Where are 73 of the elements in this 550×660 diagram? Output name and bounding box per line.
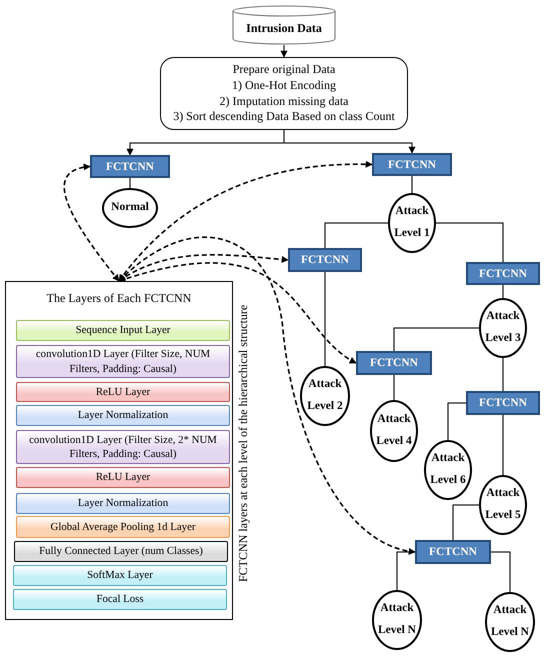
connector-line [394, 328, 480, 352]
dashed-arrow [118, 262, 357, 364]
model-box [372, 153, 452, 176]
layer-label: Layer Normalization [78, 408, 168, 423]
connector-line [448, 402, 466, 440]
layer-box [16, 493, 230, 514]
class-label: Attack Level 1 [393, 204, 431, 241]
database-cylinder [232, 5, 336, 45]
dashed-arrow [118, 161, 373, 282]
connector-line [502, 358, 504, 392]
model-box [415, 540, 491, 564]
class-label: Attack Level 5 [484, 486, 522, 523]
model-box [288, 248, 362, 272]
model-label: FCTCNN [429, 546, 477, 558]
layer-box [16, 320, 230, 341]
process-step-text: 2) Imputation missing data [220, 94, 348, 110]
model-box [90, 155, 170, 178]
process-step-text: Prepare original Data [232, 62, 336, 78]
process-step-text: 1) One-Hot Encoding [232, 78, 336, 94]
model-box [466, 391, 540, 415]
layer-label: convolution1D Layer (Filter Size, NUM Filters, Padding: Causal) [34, 347, 212, 376]
layer-box [13, 565, 227, 586]
layer-label: Fully Connected Layer (num Classes) [39, 544, 203, 559]
class-label: Attack Level 6 [429, 451, 467, 488]
class-label: Normal [111, 200, 149, 216]
connector-line [502, 414, 504, 476]
layer-label: ReLU Layer [96, 384, 150, 400]
layer-label: convolution1D Layer (Filter Size, 2* NUM Filters, Padding: Causal) [28, 432, 218, 462]
model-label: FCTCNN [388, 158, 436, 170]
connector-line [490, 552, 510, 592]
connector-line [452, 504, 480, 540]
node-label: Intrusion Data [246, 20, 322, 36]
class-label: Attack Level 4 [375, 412, 413, 449]
layer-label: Focal Loss [96, 592, 144, 607]
layer-box [16, 516, 230, 538]
model-label: FCTCNN [479, 268, 527, 280]
class-label: Attack Level 2 [306, 377, 344, 414]
layer-box [13, 589, 227, 610]
layer-label: ReLU Layer [96, 470, 150, 485]
dashed-arrow [64, 164, 120, 282]
connector-line [502, 284, 504, 298]
class-ellipse [300, 366, 350, 426]
class-label: Attack Level N [377, 601, 417, 638]
model-label: FCTCNN [106, 160, 154, 172]
layer-label: SoftMax Layer [87, 568, 153, 583]
connector-line [324, 222, 388, 248]
layer-label: Global Average Pooling 1d Layer [50, 520, 196, 534]
layer-label: Sequence Input Layer [76, 323, 170, 338]
panel-title: The Layers of Each FCTCNN [46, 291, 192, 306]
connector-line [436, 222, 504, 262]
class-label: Attack Level N [490, 603, 530, 640]
model-label: FCTCNN [370, 357, 418, 369]
model-box [466, 262, 540, 285]
model-label: FCTCNN [479, 397, 527, 409]
layer-box [16, 345, 230, 378]
arrow [284, 130, 416, 154]
layer-box [14, 541, 228, 562]
process-step-text: 3) Sort descending Data Based on class Count [173, 109, 395, 125]
dashed-arrow [118, 236, 416, 554]
class-label: Attack Level 3 [484, 309, 522, 346]
class-ellipse [102, 188, 158, 228]
layer-box [16, 430, 230, 464]
connector-line [324, 272, 326, 366]
layer-box [16, 405, 230, 426]
model-box [356, 351, 432, 375]
process-box [160, 57, 408, 130]
layer-label: Layer Normalization [78, 496, 168, 511]
arrow [280, 44, 288, 58]
model-label: FCTCNN [301, 254, 349, 266]
vertical-caption: FCTCNN layers at each level of the hierarchical structure [236, 303, 251, 584]
layers-panel [5, 281, 233, 620]
layer-box [16, 467, 230, 488]
layer-box [16, 382, 230, 402]
